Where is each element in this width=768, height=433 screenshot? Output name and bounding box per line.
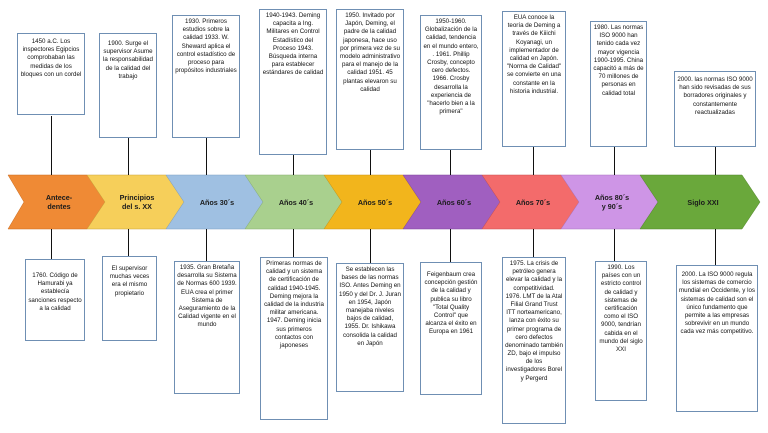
label-anos60: Años 60´s: [436, 198, 472, 207]
connector-bottom-1: [51, 229, 53, 259]
bottom-box-anos70: 1975. La crisis de petróleo genera eleva…: [502, 257, 566, 424]
top-box-principios: 1900. Surge el supervisor Asume la respo…: [99, 33, 157, 138]
top-box-anos30: 1930. Primeros estudios sobre la calidad…: [172, 15, 240, 138]
connector-top-1: [51, 116, 53, 175]
bottom-box-siglo-xxi: 2000. La ISO 9000 regula los sistemas de…: [676, 265, 758, 412]
connector-top-9: [715, 147, 717, 175]
connector-top-6: [450, 150, 452, 175]
bottom-box-anos50: Se establecen las bases de las normas IS…: [336, 263, 404, 392]
top-box-anos40: 1940-1943. Deming capacita a Ing. Milita…: [259, 9, 327, 155]
connector-bottom-7: [533, 229, 535, 257]
bottom-box-anos40: Primeras normas de calidad y un sistema …: [260, 257, 328, 420]
top-box-siglo-xxi: 2000. las normas ISO 9000 han sido revis…: [674, 71, 756, 147]
bottom-box-principios: El supervisor muchas veces era el mismo …: [102, 256, 157, 341]
bottom-box-anos30: 1935. Gran Bretaña desarrolla su Sistema…: [174, 261, 240, 394]
top-box-antecedentes: 1450 a.C. Los inspectores Egipcios compr…: [17, 33, 85, 115]
label-siglo-xxi: Siglo XXI: [687, 198, 719, 207]
connector-bottom-6: [450, 229, 452, 262]
connector-bottom-8: [614, 229, 616, 261]
top-box-anos80-90: 1980. Las normas ISO 9000 han tenido cad…: [590, 21, 647, 147]
connector-top-2: [128, 138, 130, 175]
label-anos70: Años 70´s: [515, 198, 551, 207]
chevron-siglo-xxi: [639, 174, 761, 230]
connector-top-7: [533, 147, 535, 175]
connector-bottom-4: [293, 229, 295, 257]
connector-bottom-9: [715, 229, 717, 265]
bottom-box-anos60: Feigenbaum crea concepción gestión de la…: [420, 262, 482, 395]
bottom-box-antecedentes: 1760. Código de Hamurabi ya establecía s…: [25, 259, 85, 341]
label-antecedentes: Antece- dentes: [45, 193, 73, 211]
label-principios: Principios del s. XX: [119, 193, 155, 211]
connector-top-3: [206, 138, 208, 175]
connector-top-4: [293, 155, 295, 175]
label-anos80-90: Años 80´s y 90´s: [594, 193, 630, 211]
label-anos40: Años 40´s: [278, 198, 314, 207]
connector-bottom-5: [370, 229, 372, 263]
top-box-anos60: 1950-1960. Globalización de la calidad, …: [420, 15, 482, 150]
top-box-anos50: 1950. Invitado por Japón, Deming, el pad…: [336, 9, 404, 150]
label-anos30: Años 30´s: [199, 198, 235, 207]
connector-bottom-2: [128, 229, 130, 256]
connector-top-5: [370, 150, 372, 175]
label-anos50: Años 50´s: [357, 198, 393, 207]
connector-bottom-3: [206, 229, 208, 261]
connector-top-8: [614, 147, 616, 175]
top-box-anos70: EUA conoce la teoría de Deming a través …: [502, 11, 566, 147]
bottom-box-anos80-90: 1990. Los países con un estricto control…: [595, 261, 647, 401]
